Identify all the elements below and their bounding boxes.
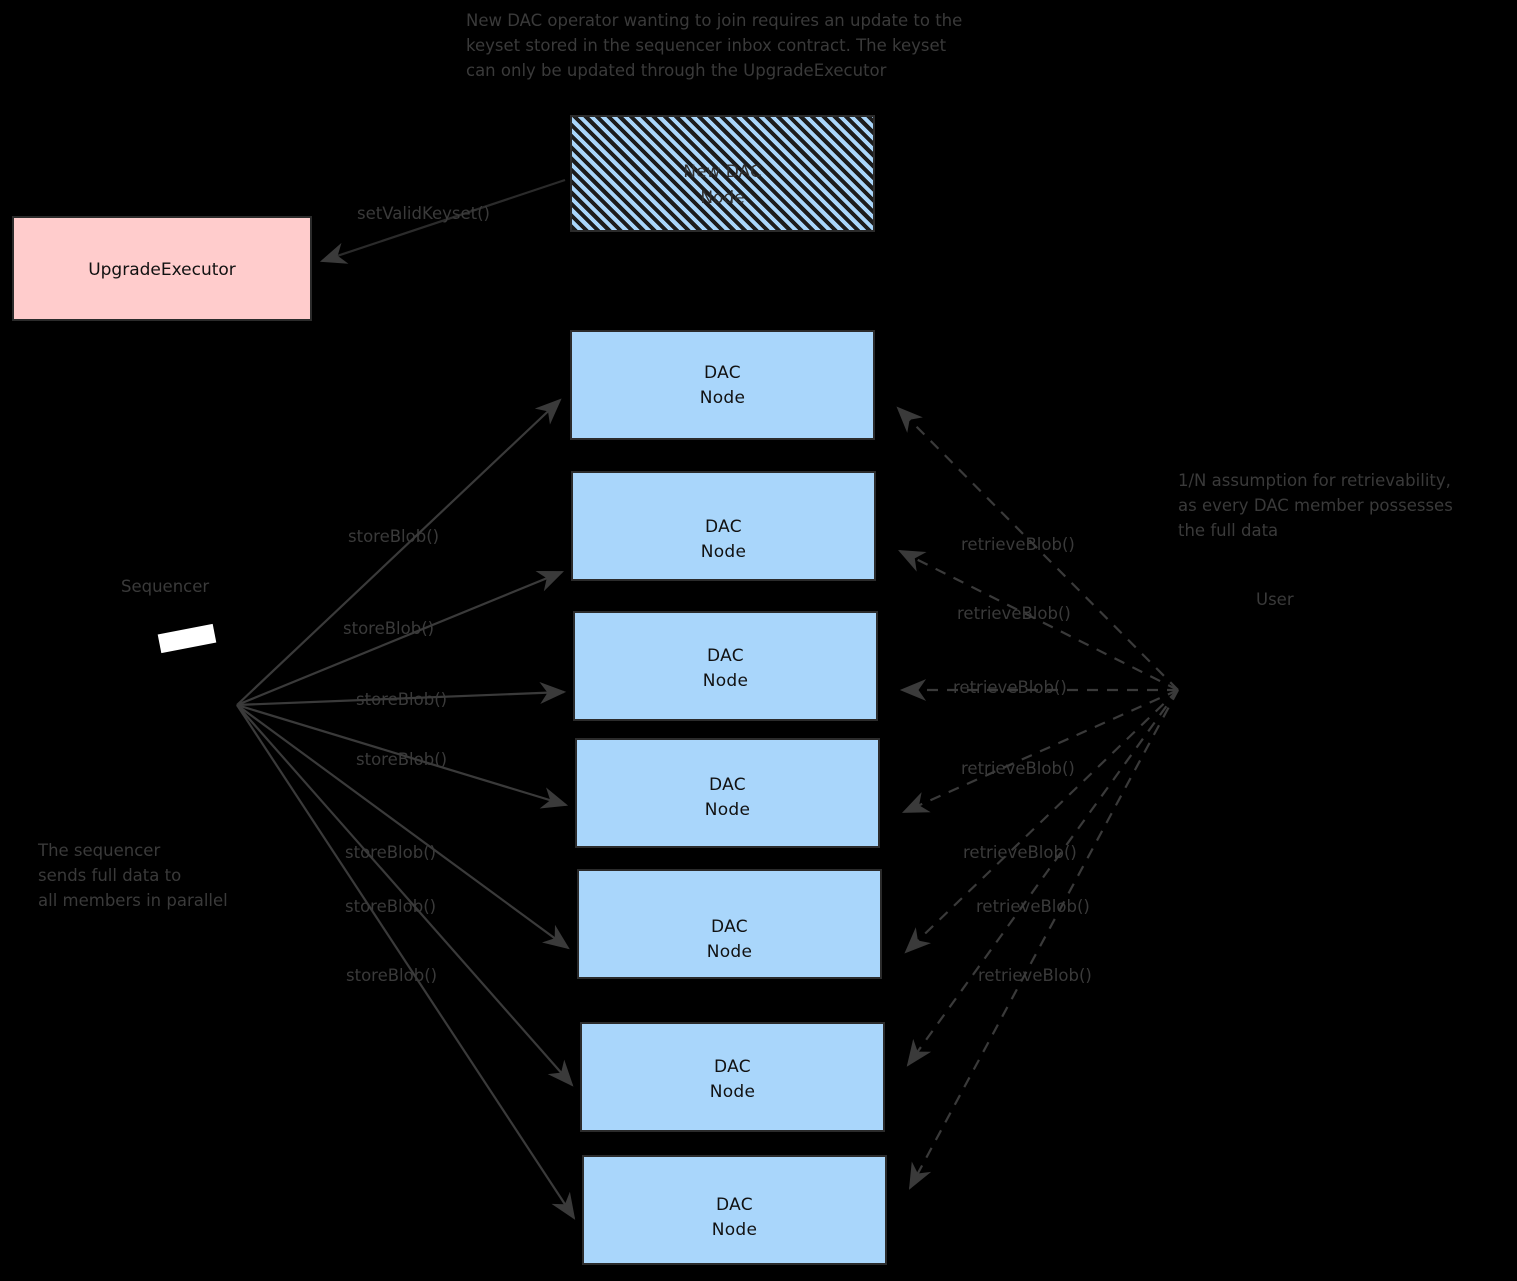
edge-retrieveblob-1 <box>896 406 1179 691</box>
edge-label-storeblob-7: storeBlob() <box>346 966 438 985</box>
edge-retrieveblob-5 <box>904 689 1179 954</box>
store-edges <box>236 398 576 1220</box>
note-top: New DAC operator wanting to join require… <box>466 11 963 80</box>
edge-label-retrieveblob-3: retrieveBlob() <box>953 678 1067 697</box>
user-label: User <box>1256 590 1294 609</box>
edge-label-retrieveblob-1: retrieveBlob() <box>961 535 1075 554</box>
edge-retrieveblob-7 <box>908 689 1179 1190</box>
edge-label-retrieveblob-4: retrieveBlob() <box>961 759 1075 778</box>
edge-label-storeblob-4: storeBlob() <box>356 750 448 769</box>
retrieve-edges <box>896 406 1179 1190</box>
note-right-top: 1/N assumption for retrievability, as ev… <box>1178 471 1453 540</box>
edge-storeblob-2 <box>236 570 565 707</box>
edge-label-setvalidkeyset: setValidKeyset() <box>357 204 490 223</box>
edge-storeblob-3 <box>236 681 567 707</box>
edge-label-retrieveblob-5: retrieveBlob() <box>963 843 1077 862</box>
edge-label-retrieveblob-2: retrieveBlob() <box>957 604 1071 623</box>
edge-label-storeblob-6: storeBlob() <box>345 897 437 916</box>
edge-label-retrieveblob-7: retrieveBlob() <box>978 966 1092 985</box>
edge-storeblob-1 <box>236 398 562 706</box>
note-left-bottom: The sequencer sends full data to all mem… <box>38 841 228 910</box>
edge-retrieveblob-4 <box>901 688 1179 814</box>
edge-label-retrieveblob-6: retrieveBlob() <box>976 897 1090 916</box>
edge-label-storeblob-1: storeBlob() <box>348 527 440 546</box>
edge-retrieveblob-6 <box>906 689 1179 1067</box>
upgrade-executor-box[interactable]: UpgradeExecutor <box>12 216 312 321</box>
edge-setvalidkeyset <box>319 178 566 264</box>
edge-label-storeblob-3: storeBlob() <box>356 690 448 709</box>
edge-storeblob-6 <box>236 704 574 1087</box>
edge-storeblob-5 <box>236 704 570 950</box>
new-dac-node-box[interactable]: New DAC Node <box>570 115 875 232</box>
edge-storeblob-4 <box>236 703 569 809</box>
sequencer-label: Sequencer <box>121 577 210 596</box>
edge-storeblob-7 <box>236 704 576 1220</box>
edge-label-storeblob-2: storeBlob() <box>343 619 435 638</box>
upgrade-executor-label: UpgradeExecutor <box>88 260 236 280</box>
edge-label-storeblob-5: storeBlob() <box>345 843 437 862</box>
new-dac-node-label: New DAC Node <box>683 162 762 208</box>
